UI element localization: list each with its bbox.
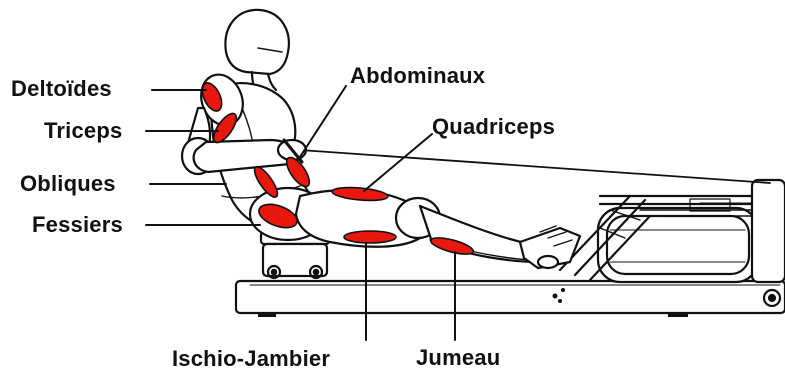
pull-cord <box>300 150 770 183</box>
label-deltoides: Deltoïdes <box>11 78 112 100</box>
hamstring-muscle <box>344 231 396 243</box>
label-obliques: Obliques <box>20 173 116 195</box>
label-triceps: Triceps <box>44 120 122 142</box>
label-ischio-jambier: Ischio-Jambier <box>172 348 330 370</box>
label-jumeau: Jumeau <box>416 347 500 369</box>
label-fessiers: Fessiers <box>32 214 123 236</box>
rail-base <box>236 281 785 313</box>
label-abdominaux: Abdominaux <box>350 65 485 87</box>
label-quadriceps: Quadriceps <box>432 116 555 138</box>
